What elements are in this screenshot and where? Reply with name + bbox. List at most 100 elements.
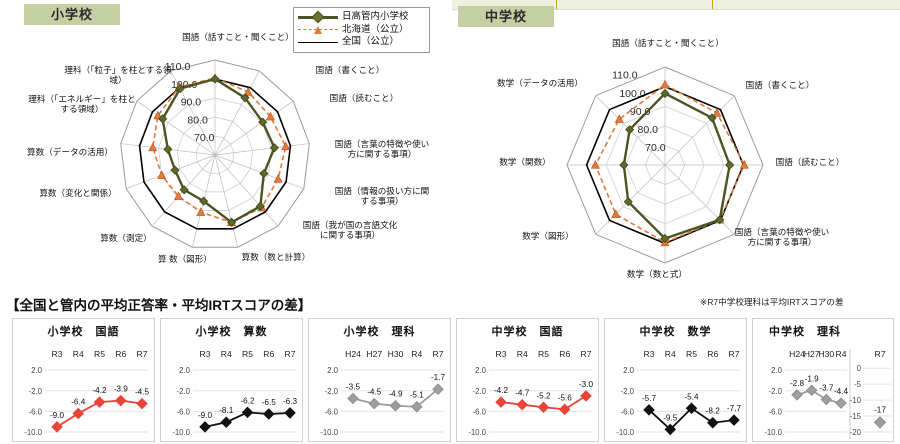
difference-section-title: 【全国と管内の平均正答率・平均IRTスコアの差】: [6, 298, 312, 313]
svg-text:算数（変化と関係）: 算数（変化と関係）: [39, 187, 116, 198]
svg-text:R5: R5: [538, 349, 549, 359]
svg-text:国語（書くこと）: 国語（書くこと）: [316, 64, 385, 75]
svg-text:国語（話すこと・聞くこと）: 国語（話すこと・聞くこと）: [182, 31, 294, 42]
data-marker: [820, 393, 833, 406]
data-marker: [262, 408, 275, 420]
svg-text:-4.7: -4.7: [515, 389, 530, 398]
svg-text:R4: R4: [221, 349, 232, 359]
data-marker: [580, 390, 592, 402]
svg-text:-4.4: -4.4: [834, 387, 849, 396]
svg-text:R7: R7: [285, 349, 296, 359]
data-marker: [495, 396, 507, 408]
data-marker: [170, 165, 180, 175]
svg-text:R3: R3: [52, 349, 63, 359]
data-marker: [255, 201, 265, 211]
data-marker: [664, 423, 677, 436]
svg-text:R3: R3: [200, 349, 211, 359]
data-marker: [712, 108, 722, 117]
data-marker: [163, 144, 173, 154]
svg-text:-10: -10: [850, 396, 862, 405]
svg-text:-10.0: -10.0: [320, 428, 338, 437]
svg-text:R7: R7: [137, 349, 148, 359]
data-marker: [432, 383, 444, 395]
svg-text:R5: R5: [686, 349, 697, 359]
data-marker: [707, 113, 717, 123]
svg-text:R5: R5: [242, 349, 253, 359]
data-marker: [728, 414, 740, 426]
svg-text:-5.6: -5.6: [558, 393, 573, 402]
svg-text:-10.0: -10.0: [616, 428, 634, 437]
data-marker: [516, 398, 529, 411]
svg-text:2.0: 2.0: [327, 366, 339, 375]
legend-label: 全国（公立）: [342, 36, 400, 47]
svg-text:国語（読むこと）: 国語（読むこと）: [330, 92, 399, 103]
radar-series-polygon: [138, 78, 292, 230]
data-marker: [175, 83, 185, 94]
svg-text:H24: H24: [789, 349, 805, 359]
mini-chart-title: 中学校 理科: [769, 326, 841, 338]
data-marker: [93, 396, 106, 408]
data-marker: [660, 88, 670, 99]
svg-text:算数（測定）: 算数（測定）: [100, 232, 152, 243]
svg-text:-6.2: -6.2: [240, 396, 255, 405]
radar-series: [585, 79, 749, 247]
data-marker: [266, 111, 275, 121]
data-marker: [157, 170, 167, 179]
data-marker: [347, 392, 359, 405]
data-marker: [537, 401, 550, 414]
data-marker: [114, 394, 127, 407]
svg-text:110.0: 110.0: [612, 70, 638, 82]
svg-text:-2.0: -2.0: [473, 387, 487, 396]
svg-text:理科（「エネルギー」を柱と: 理科（「エネルギー」を柱と: [28, 93, 135, 104]
data-marker: [259, 168, 269, 179]
svg-text:-1.7: -1.7: [431, 373, 446, 382]
svg-text:-15: -15: [850, 412, 862, 421]
section-tab-elementary: 小学校: [24, 4, 120, 25]
data-marker: [791, 389, 803, 401]
svg-text:算数（数と計算）: 算数（数と計算）: [242, 251, 311, 262]
legend-key-dashed-orange-triangle-icon: [298, 24, 338, 36]
svg-text:-9.0: -9.0: [50, 411, 65, 420]
data-marker: [619, 160, 629, 170]
data-marker: [281, 141, 291, 151]
svg-text:0: 0: [857, 364, 862, 373]
svg-text:-2.0: -2.0: [621, 387, 635, 396]
svg-text:国語（情報の扱い方に関: 国語（情報の扱い方に関: [335, 185, 430, 196]
data-marker: [643, 404, 655, 416]
radar-svg-elementary: 70.080.090.0100.0110.0国語（話すこと・聞くこと）国語（書く…: [27, 31, 430, 264]
legend-key-solid-green-diamond-icon: [298, 10, 338, 24]
svg-text:国語（言葉の特徴や使い: 国語（言葉の特徴や使い: [735, 226, 830, 237]
svg-text:2.0: 2.0: [771, 366, 783, 375]
svg-text:-4.2: -4.2: [92, 386, 107, 395]
svg-text:数学（図形）: 数学（図形）: [522, 230, 574, 241]
svg-text:方に関する事項）: 方に関する事項）: [748, 236, 817, 247]
data-marker: [243, 87, 253, 96]
svg-text:-1.9: -1.9: [805, 374, 820, 383]
svg-text:-6.3: -6.3: [283, 397, 298, 406]
svg-text:-5.1: -5.1: [410, 391, 425, 400]
svg-text:R5: R5: [94, 349, 105, 359]
svg-text:-4.5: -4.5: [367, 388, 382, 397]
svg-text:に関する事項）: に関する事項）: [320, 229, 380, 240]
svg-text:-3.5: -3.5: [346, 383, 361, 392]
svg-text:R4: R4: [836, 349, 847, 359]
svg-text:H30: H30: [388, 349, 404, 359]
svg-text:-6.0: -6.0: [621, 407, 635, 416]
radar-gridlines: [566, 66, 764, 264]
data-marker: [715, 215, 725, 225]
svg-text:する領域）: する領域）: [61, 103, 104, 114]
svg-text:-6.5: -6.5: [262, 398, 277, 407]
mini-chart-title: 小学校 国語: [47, 326, 120, 338]
svg-text:R6: R6: [707, 349, 718, 359]
svg-text:70.0: 70.0: [194, 132, 215, 144]
difference-section: 【全国と管内の平均正答率・平均IRTスコアの差】 ※R7中学校理科は平均IRTス…: [0, 292, 900, 444]
svg-text:-5.4: -5.4: [684, 392, 699, 401]
svg-text:理科（「粒子」を柱とする領: 理科（「粒子」を柱とする領: [64, 64, 172, 75]
data-marker: [269, 143, 279, 153]
